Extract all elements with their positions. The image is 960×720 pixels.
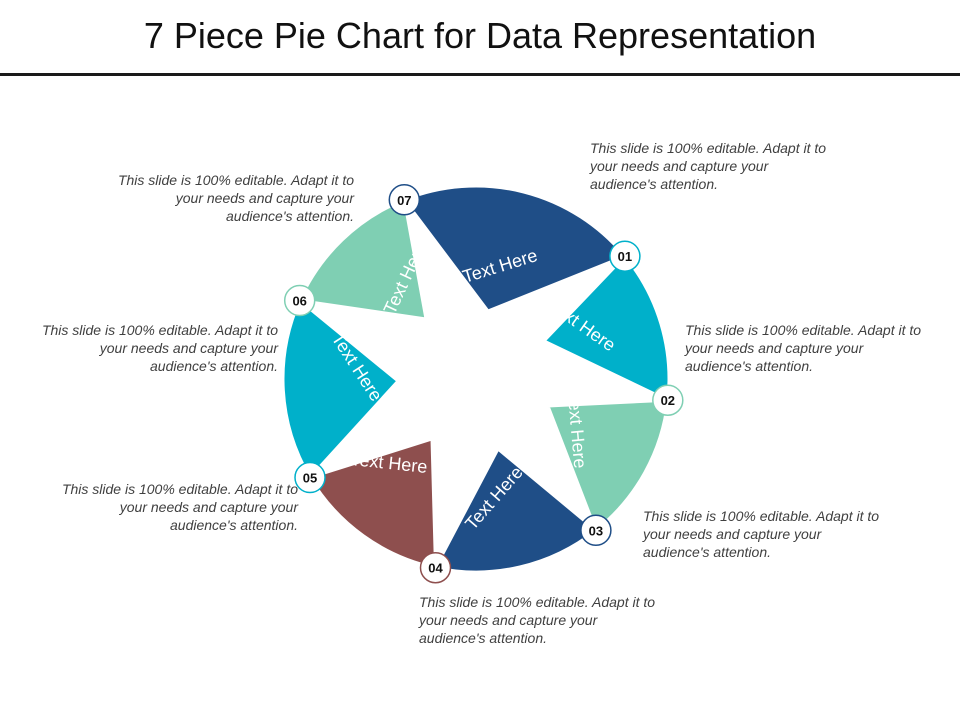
badge-circle-04 bbox=[419, 551, 452, 584]
badge-number-07: 07 bbox=[397, 193, 411, 208]
badge-number-02: 02 bbox=[661, 393, 675, 408]
description-07: This slide is 100% editable. Adapt it to… bbox=[117, 172, 354, 224]
pie-segment-07 bbox=[402, 184, 627, 313]
description-03: This slide is 100% editable. Adapt it to… bbox=[643, 508, 880, 560]
badge-circle-07 bbox=[388, 184, 421, 216]
badge-number-05: 05 bbox=[303, 471, 317, 486]
description-04: This slide is 100% editable. Adapt it to… bbox=[419, 594, 656, 646]
badge-circle-03 bbox=[580, 514, 612, 547]
badge-circle-01 bbox=[609, 240, 641, 272]
page-title: 7 Piece Pie Chart for Data Representatio… bbox=[143, 15, 817, 56]
badge-circle-05 bbox=[294, 461, 326, 494]
description-06: This slide is 100% editable. Adapt it to… bbox=[41, 322, 278, 374]
description-01: This slide is 100% editable. Adapt it to… bbox=[590, 140, 827, 192]
title-divider bbox=[0, 73, 960, 76]
badge-number-03: 03 bbox=[589, 523, 603, 538]
badge-number-01: 01 bbox=[618, 249, 632, 264]
description-02: This slide is 100% editable. Adapt it to… bbox=[685, 322, 922, 374]
badge-circle-06 bbox=[283, 284, 316, 317]
badge-number-04: 04 bbox=[428, 561, 443, 576]
badge-number-06: 06 bbox=[292, 294, 306, 309]
description-05: This slide is 100% editable. Adapt it to… bbox=[61, 481, 298, 533]
badge-circle-02 bbox=[652, 384, 684, 416]
